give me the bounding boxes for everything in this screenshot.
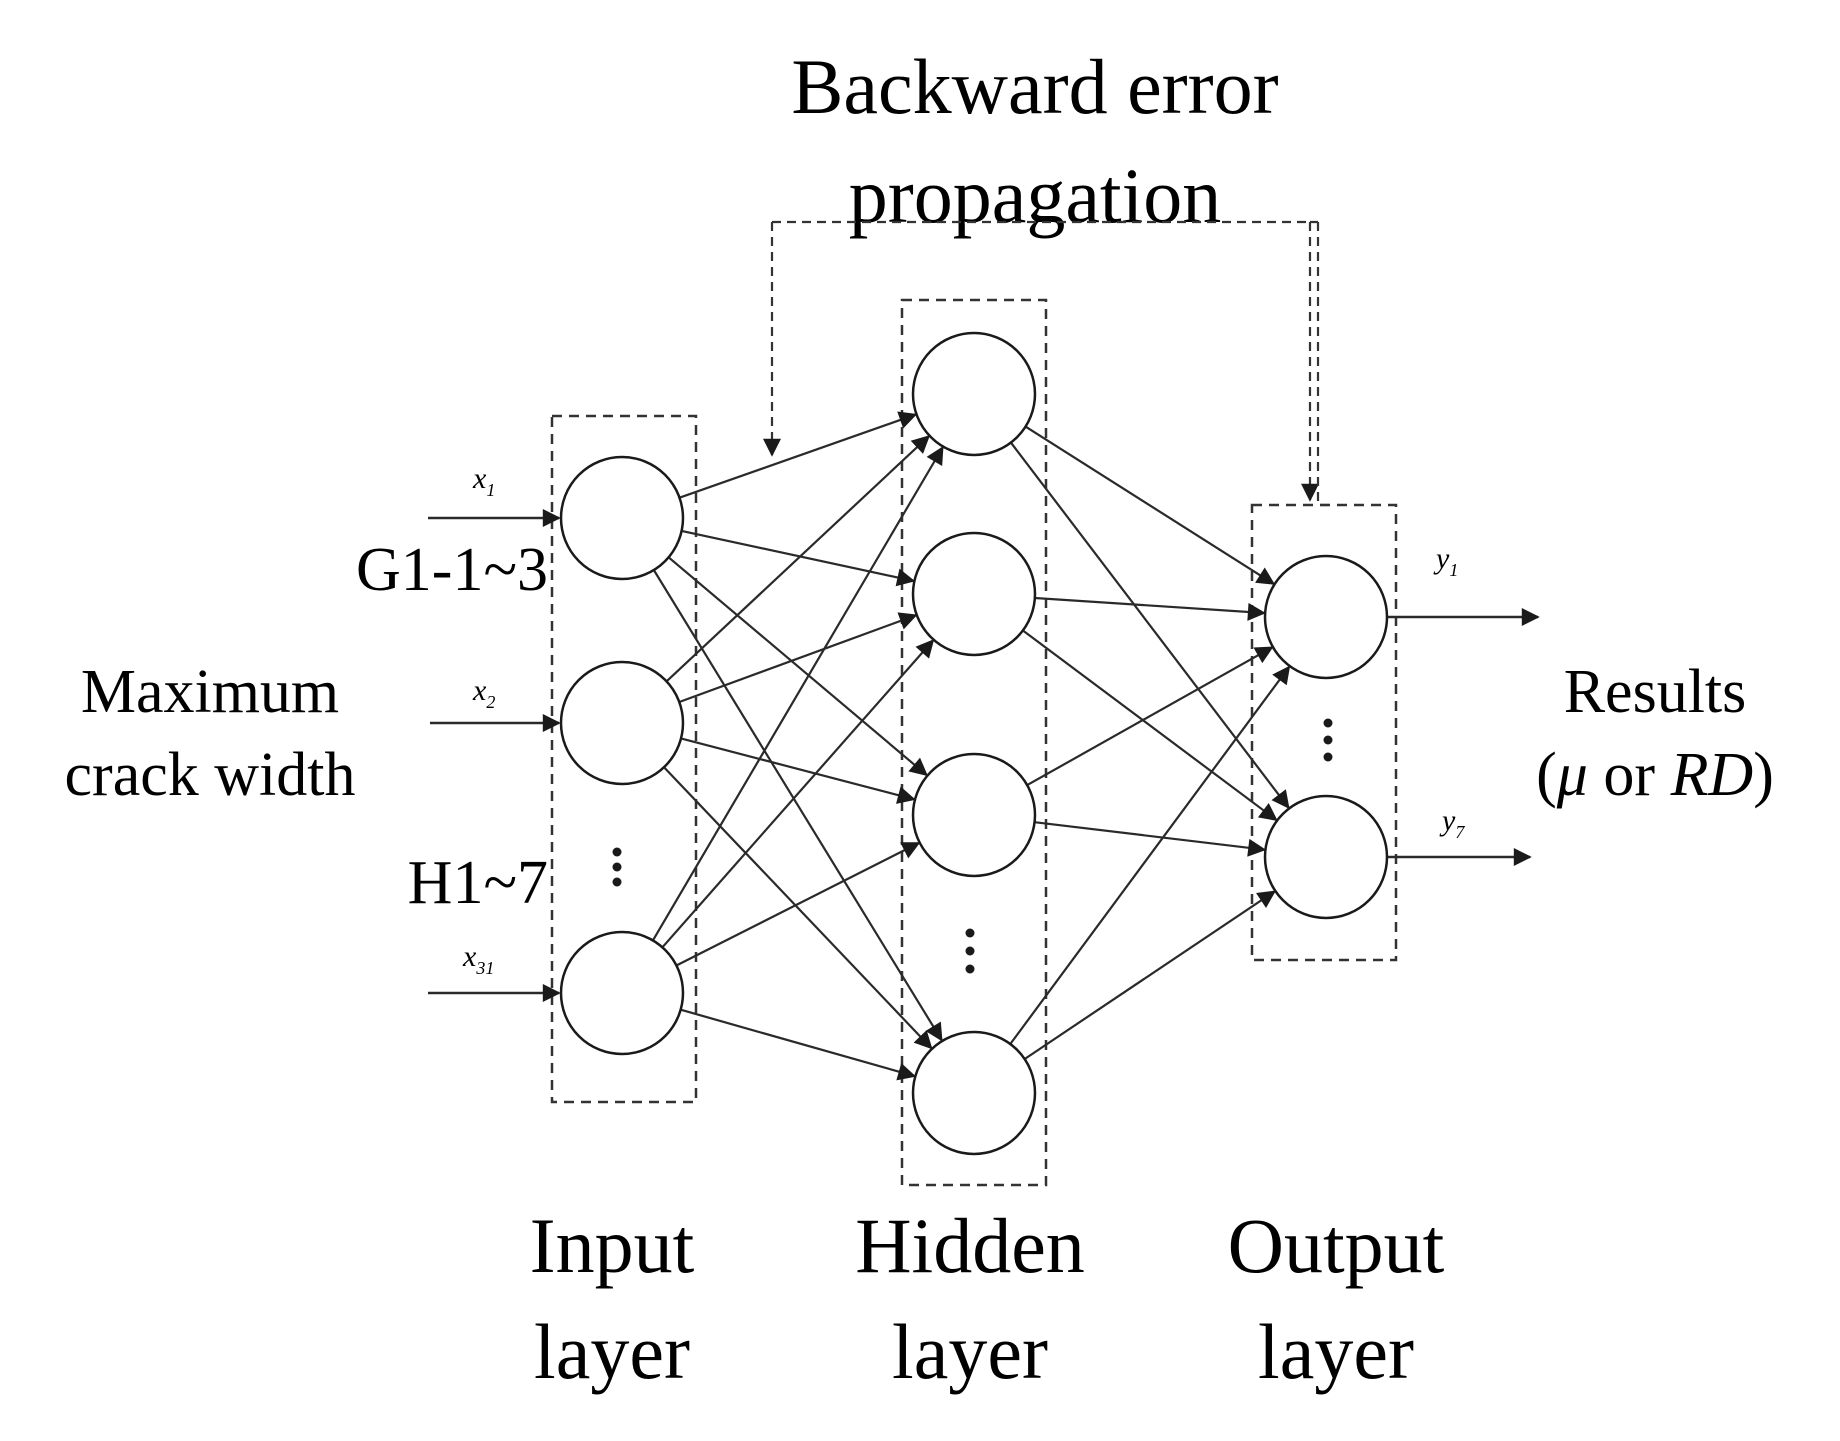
- layer-connections: [651, 411, 1291, 1081]
- input-description-line1: Maximum: [81, 658, 339, 726]
- input-ellipsis: [612, 847, 622, 887]
- connection-hidden-3-output-1: [1026, 646, 1274, 787]
- input-node-2: [559, 660, 685, 786]
- input-description-line2: crack width: [65, 741, 356, 809]
- hidden-layer-label-line1: Hidden: [855, 1202, 1085, 1289]
- group-label-h: H1~7: [408, 849, 548, 917]
- connection-hidden-4-output-2: [1024, 890, 1276, 1060]
- connection-hidden-2-output-2: [1022, 629, 1278, 821]
- input-layer-label-line2: layer: [534, 1308, 690, 1395]
- input-xn-label: x31: [462, 940, 494, 978]
- connection-input-3-hidden-1: [651, 445, 944, 941]
- connection-hidden-1-output-2: [1010, 441, 1290, 810]
- hidden-node-n: [911, 1030, 1037, 1156]
- hidden-node-2: [911, 531, 1037, 657]
- diagram-title-line1: Backward error: [791, 43, 1278, 130]
- connection-input-3-hidden-3: [675, 842, 921, 967]
- backprop-path-to-input: [772, 220, 1310, 455]
- output-description-line1: Results: [1564, 658, 1747, 726]
- input-layer-label-line1: Input: [530, 1202, 695, 1289]
- connection-hidden-1-output-1: [1024, 425, 1276, 585]
- input-node-1: [559, 455, 685, 581]
- hidden-layer-box: [900, 298, 1048, 1187]
- hidden-layer-label-line2: layer: [892, 1308, 1048, 1395]
- connection-input-1-hidden-1: [679, 411, 918, 499]
- output-description-line2: (μ or RD): [1536, 741, 1774, 809]
- hidden-node-1: [911, 331, 1037, 457]
- input-node-n: [559, 930, 685, 1056]
- connection-input-2-hidden-4: [663, 766, 933, 1050]
- input-x1-label: x1: [472, 462, 495, 500]
- connection-hidden-3-output-2: [1034, 821, 1267, 857]
- hidden-ellipsis: [965, 928, 975, 974]
- connection-hidden-2-output-1: [1034, 596, 1266, 621]
- output-node-n: [1263, 794, 1389, 920]
- connection-input-2-hidden-1: [665, 435, 931, 683]
- input-x2-label: x2: [472, 674, 495, 712]
- output-layer-box: [1250, 503, 1398, 962]
- backprop-paths: [772, 220, 1330, 507]
- diagram-title-line2: propagation: [849, 152, 1222, 239]
- output-nodes: [1263, 554, 1389, 920]
- output-ellipsis: [1323, 718, 1333, 762]
- connection-input-1-hidden-3: [667, 556, 928, 777]
- connection-input-3-hidden-2: [661, 639, 935, 949]
- connection-input-1-hidden-2: [681, 529, 916, 587]
- hidden-node-3: [911, 752, 1037, 878]
- connection-hidden-4-output-1: [1009, 665, 1291, 1045]
- output-yn-label: y7: [1439, 804, 1465, 842]
- output-y1-label: y1: [1433, 542, 1458, 580]
- connection-input-2-hidden-2: [678, 612, 918, 704]
- group-label-g: G1-1~3: [356, 536, 548, 604]
- output-layer-label-line1: Output: [1228, 1202, 1445, 1289]
- connection-input-2-hidden-3: [680, 737, 916, 804]
- input-layer-box: [550, 414, 698, 1104]
- input-nodes: [559, 455, 685, 1056]
- output-node-1: [1263, 554, 1389, 680]
- hidden-nodes: [911, 331, 1037, 1156]
- connection-input-3-hidden-4: [680, 1008, 917, 1081]
- output-layer-label-line2: layer: [1258, 1308, 1414, 1395]
- backprop-path-from-output: [1310, 220, 1330, 507]
